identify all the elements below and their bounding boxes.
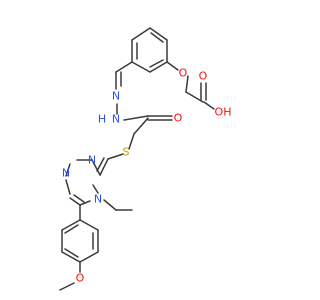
hydrazide-h-label: H bbox=[98, 113, 106, 126]
carbonyl-oxygen-label: O bbox=[199, 70, 208, 83]
hydrazone-linker bbox=[115, 61, 173, 150]
methoxy-oxygen-label: O bbox=[76, 272, 85, 285]
methoxy-group bbox=[59, 261, 81, 291]
triazole-nitrogen-4-label: N bbox=[94, 193, 102, 206]
triazole-nitrogen-2-label: N bbox=[62, 167, 70, 180]
methoxyphenyl-ring bbox=[61, 219, 99, 263]
imine-nitrogen-label: N bbox=[112, 90, 120, 103]
carboxymethoxy-chain bbox=[166, 61, 215, 110]
sulfur-label: S bbox=[123, 146, 130, 159]
amide-oxygen-label: O bbox=[174, 112, 183, 125]
hydroxyl-label: OH bbox=[215, 106, 232, 119]
triazole-ring bbox=[65, 157, 109, 206]
ethyl-group bbox=[103, 199, 133, 211]
molecule-structure: O O OH N H N O S N N N O bbox=[59, 27, 232, 291]
hydrazide-nitrogen-label: N bbox=[112, 113, 120, 126]
ether-oxygen-label: O bbox=[179, 67, 188, 80]
benzene-ring-top bbox=[131, 27, 168, 73]
thioether-bond bbox=[107, 153, 124, 160]
triazole-nitrogen-1-label: N bbox=[88, 154, 96, 167]
atom-labels: O O OH N H N O S N N N O bbox=[62, 67, 232, 285]
